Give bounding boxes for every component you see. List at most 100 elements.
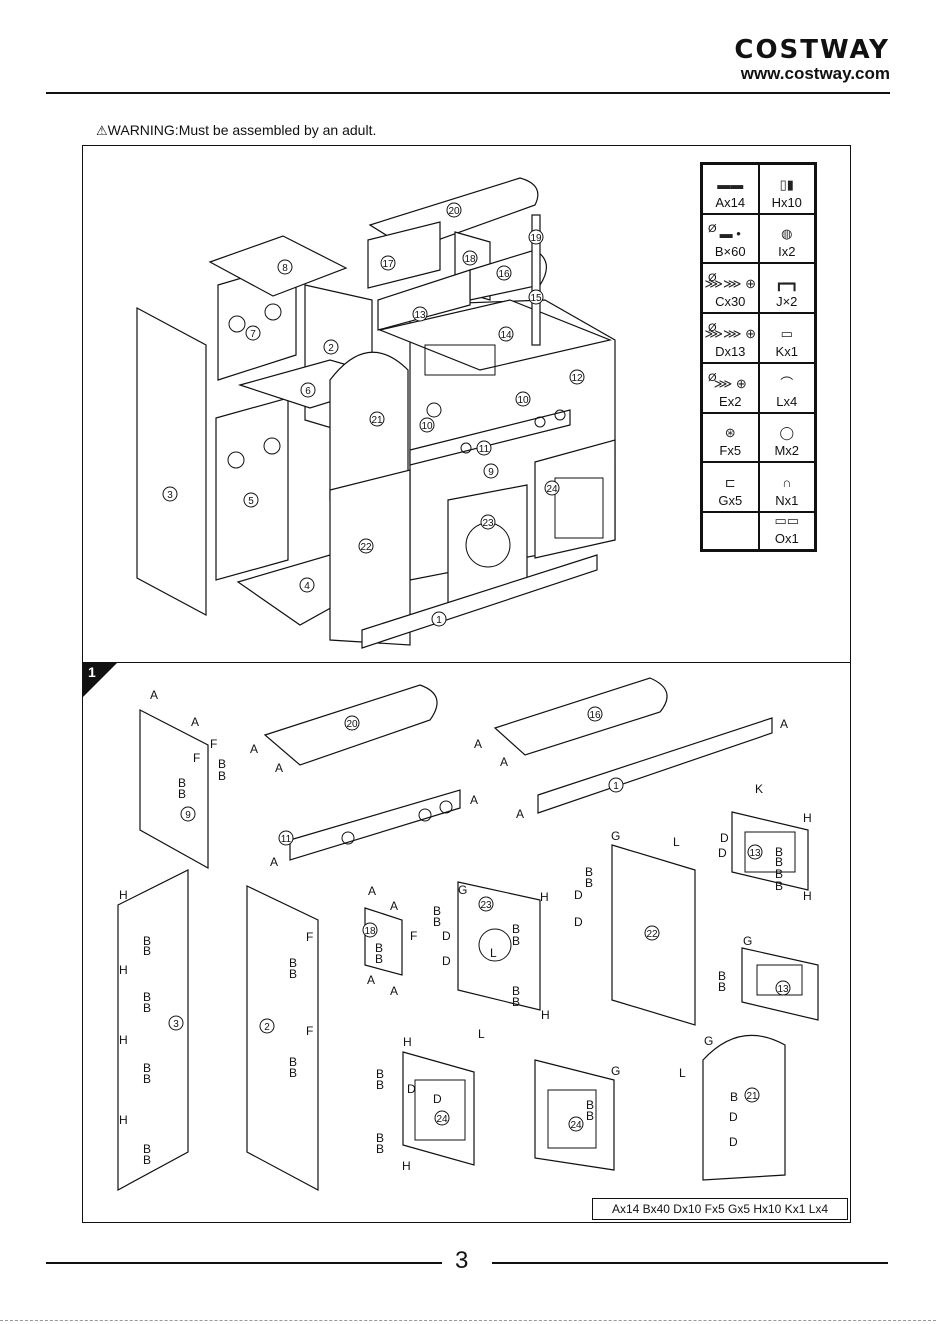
- hook-icon: ∩: [782, 475, 792, 490]
- svg-text:18: 18: [364, 926, 376, 937]
- svg-text:G: G: [611, 1064, 620, 1078]
- brand-name: COSTWAY: [734, 35, 890, 65]
- svg-text:B: B: [178, 776, 186, 790]
- svg-text:9: 9: [185, 810, 191, 821]
- svg-text:2: 2: [328, 343, 334, 354]
- parts-cell: Ø▬ •B×60: [702, 213, 759, 264]
- bar-1: [537, 717, 773, 814]
- svg-text:A: A: [390, 984, 398, 998]
- step-number: 1: [88, 664, 96, 680]
- svg-text:L: L: [673, 835, 680, 849]
- svg-text:D: D: [720, 831, 729, 845]
- svg-text:A: A: [780, 717, 788, 731]
- part-code: B×60: [714, 244, 746, 260]
- svg-text:B: B: [143, 1153, 151, 1167]
- svg-text:7: 7: [250, 329, 256, 340]
- part-code: Ix2: [778, 244, 796, 260]
- svg-text:D: D: [442, 954, 451, 968]
- warning-notice: ⚠WARNING:Must be assembled by an adult.: [96, 122, 376, 139]
- diameter-symbol: Ø: [708, 322, 717, 335]
- svg-text:B: B: [585, 865, 593, 879]
- panel-3-shape: [136, 306, 207, 617]
- svg-text:B: B: [375, 952, 383, 966]
- svg-text:F: F: [410, 929, 417, 943]
- parts-cell: Ø⋙⋙ ⊕Cx30: [702, 263, 759, 314]
- part-code: J×2: [776, 294, 798, 310]
- svg-text:H: H: [119, 963, 128, 977]
- part-code: Cx30: [715, 294, 746, 310]
- svg-text:B: B: [718, 980, 726, 994]
- parts-cell: Ø⋙⋙ ⊕Dx13: [702, 313, 759, 363]
- svg-text:B: B: [775, 845, 783, 859]
- svg-text:B: B: [289, 1066, 297, 1080]
- svg-text:B: B: [376, 1078, 384, 1092]
- svg-text:D: D: [574, 888, 583, 902]
- svg-text:L: L: [478, 1027, 485, 1041]
- svg-text:19: 19: [530, 233, 542, 244]
- svg-text:G: G: [743, 934, 752, 948]
- parts-cell: ▯▮Hx10: [758, 164, 815, 214]
- svg-text:22: 22: [646, 929, 658, 940]
- svg-text:H: H: [803, 811, 812, 825]
- part-code: Lx4: [776, 393, 798, 409]
- footer-divider-left: [46, 1262, 442, 1264]
- svg-text:D: D: [442, 929, 451, 943]
- svg-text:21: 21: [746, 1091, 758, 1102]
- svg-text:D: D: [718, 846, 727, 860]
- svg-text:4: 4: [304, 581, 310, 592]
- tube-icon: ▭: [780, 325, 793, 341]
- svg-text:21: 21: [371, 415, 383, 426]
- parts-cell: [702, 512, 759, 550]
- svg-text:B: B: [289, 967, 297, 981]
- svg-text:B: B: [143, 944, 151, 958]
- svg-text:B: B: [143, 1061, 151, 1075]
- parts-cell: ⊏Gx5: [702, 462, 759, 512]
- svg-text:D: D: [729, 1110, 738, 1124]
- svg-text:3: 3: [173, 1019, 179, 1030]
- svg-text:B: B: [512, 995, 520, 1009]
- svg-text:B: B: [289, 1055, 297, 1069]
- svg-text:B: B: [512, 934, 520, 948]
- parts-cell: Ø⋙ ⊕Ex2: [702, 362, 759, 413]
- svg-text:22: 22: [360, 542, 372, 553]
- page-edge-dash: [0, 1320, 936, 1321]
- section-divider: [82, 662, 851, 663]
- parts-cell: ∩Nx1: [758, 462, 815, 512]
- part-code: Ex2: [719, 393, 742, 409]
- svg-text:B: B: [376, 1067, 384, 1081]
- svg-text:8: 8: [282, 263, 288, 274]
- svg-text:F: F: [193, 751, 200, 765]
- panel-24b: [534, 1059, 615, 1171]
- parts-cell: ◯Mx2: [758, 412, 815, 463]
- svg-text:5: 5: [248, 496, 254, 507]
- parts-cell: ▬▬Ax14: [702, 164, 759, 214]
- svg-text:H: H: [541, 1008, 550, 1022]
- svg-text:16: 16: [589, 710, 601, 721]
- svg-text:A: A: [470, 793, 478, 807]
- cap-icon: ◯: [779, 425, 795, 441]
- panel-13a: [731, 811, 809, 891]
- svg-text:A: A: [275, 761, 283, 775]
- svg-text:B: B: [586, 1098, 594, 1112]
- svg-text:A: A: [367, 973, 375, 987]
- svg-text:24: 24: [546, 484, 558, 495]
- svg-text:24: 24: [436, 1114, 448, 1125]
- svg-text:B: B: [718, 969, 726, 983]
- svg-text:D: D: [407, 1082, 416, 1096]
- svg-text:B: B: [289, 956, 297, 970]
- svg-text:B: B: [512, 984, 520, 998]
- exploded-part-labels: 20 19 18 17 16 15 8 7 14 13 2 6 12 10 21…: [162, 202, 585, 627]
- svg-text:G: G: [611, 829, 620, 843]
- svg-text:A: A: [250, 742, 258, 756]
- svg-text:11: 11: [281, 834, 292, 845]
- svg-text:1: 1: [436, 615, 442, 626]
- svg-text:16: 16: [498, 269, 510, 280]
- svg-text:12: 12: [571, 373, 583, 384]
- page-number: 3: [455, 1247, 469, 1274]
- svg-text:F: F: [210, 737, 217, 751]
- svg-text:G: G: [704, 1034, 713, 1048]
- header-divider: [46, 92, 890, 94]
- parts-cell: ⌒Lx4: [758, 362, 815, 413]
- step-badge: [83, 663, 117, 697]
- warning-triangle-icon: ⚠: [96, 123, 108, 138]
